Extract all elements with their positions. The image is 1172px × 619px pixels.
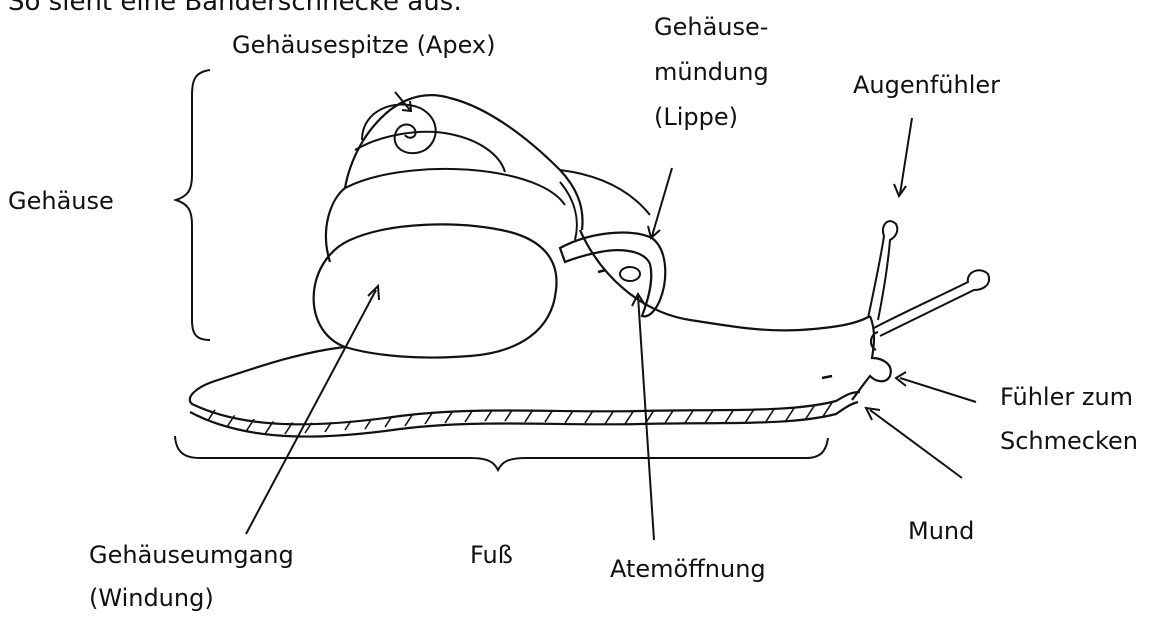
label-fuehler-1: Fühler zum (1000, 382, 1133, 413)
snail-foot-rim (190, 402, 858, 437)
label-gehaeuse: Gehäuse (8, 186, 114, 217)
label-muendung-2: mündung (654, 57, 769, 88)
shell-outline (326, 95, 583, 262)
label-arrows (246, 92, 976, 540)
shell-lip (560, 233, 665, 317)
breathing-hole (620, 267, 640, 281)
label-muendung-3: (Lippe) (654, 102, 738, 133)
label-umgang-2: (Windung) (89, 583, 214, 614)
label-apex: Gehäusespitze (Apex) (232, 30, 496, 61)
fuss-brace (175, 436, 828, 470)
label-fuss: Fuß (470, 540, 513, 571)
label-atem: Atemöffnung (610, 554, 766, 585)
eye-tentacle-1 (868, 221, 897, 320)
label-fuehler-2: Schmecken (1000, 426, 1138, 457)
snail-head (852, 316, 891, 400)
label-muendung-1: Gehäuse- (654, 12, 768, 43)
label-mund: Mund (908, 516, 974, 547)
gehaeuse-brace (176, 70, 210, 340)
snail-foot (190, 347, 860, 424)
eye-tentacle-2 (874, 270, 989, 336)
label-augenfuehler: Augenfühler (853, 70, 1000, 101)
label-umgang-1: Gehäuseumgang (89, 540, 294, 571)
